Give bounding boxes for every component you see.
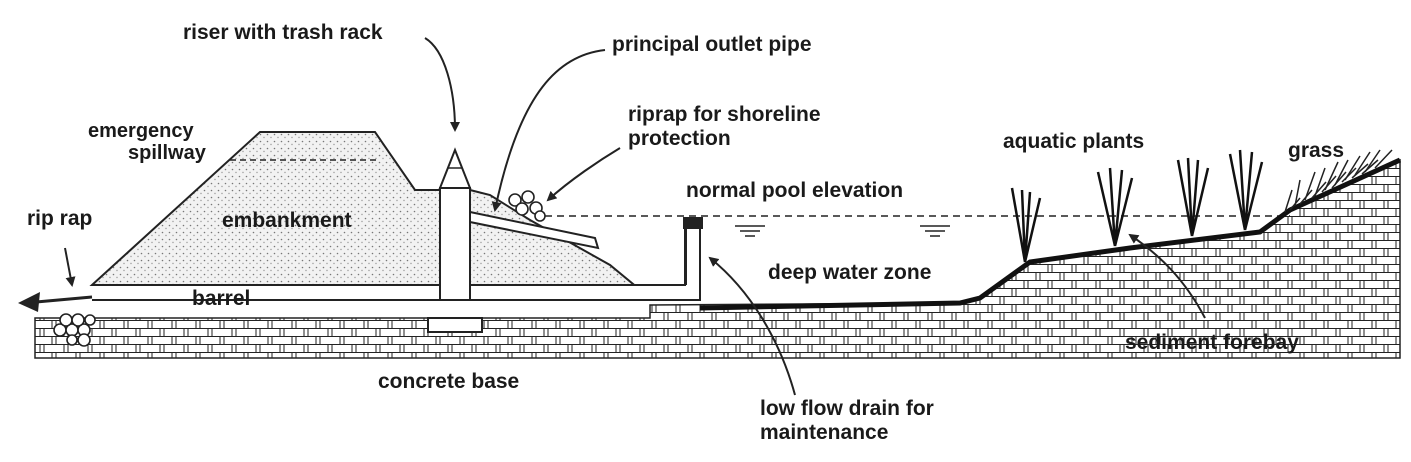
label-embankment: embankment <box>222 209 352 232</box>
label-riser: riser with trash rack <box>183 21 383 44</box>
barrel-interior <box>92 286 470 299</box>
label-concrete-base: concrete base <box>378 370 520 393</box>
embankment-downstream <box>469 188 651 301</box>
label-spillway: spillway <box>128 142 206 164</box>
label-low-flow-drain: low flow drain for <box>760 397 934 420</box>
leader-principal-outlet <box>491 49 606 212</box>
riprap-outlet-rocks <box>53 313 96 347</box>
label-barrel: barrel <box>192 287 251 310</box>
leader-rip-rap <box>64 247 76 287</box>
label-deep-water-zone: deep water zone <box>768 261 932 284</box>
principal-outlet-pipe <box>469 210 600 250</box>
riser <box>439 187 471 301</box>
leader-riser <box>424 37 460 132</box>
pool-bottom <box>699 157 1402 311</box>
label-emergency: emergency <box>88 120 194 142</box>
label-normal-pool-elevation: normal pool elevation <box>686 179 904 202</box>
label-principal-outlet-pipe: principal outlet pipe <box>612 33 812 56</box>
concrete-base <box>427 317 483 333</box>
label-rip-rap: rip rap <box>27 207 93 230</box>
label-riprap-shoreline: riprap for shoreline <box>628 103 821 126</box>
water-level-symbols <box>735 225 950 237</box>
riprap-shoreline-rocks <box>508 190 546 222</box>
label-grass: grass <box>1288 139 1345 162</box>
leader-low-flow-drain <box>708 256 796 396</box>
trash-rack <box>438 147 472 189</box>
aquatic-plants <box>1010 149 1264 263</box>
low-flow-drain-cap <box>683 217 703 229</box>
label-sediment-forebay: sediment forebay <box>1125 331 1299 354</box>
label-maintenance: maintenance <box>760 421 889 444</box>
label-protection: protection <box>628 127 731 150</box>
label-aquatic-plants: aquatic plants <box>1003 130 1145 153</box>
leader-riprap-shoreline <box>546 147 621 202</box>
grass <box>1284 149 1393 213</box>
leader-sediment-forebay <box>1128 233 1206 319</box>
